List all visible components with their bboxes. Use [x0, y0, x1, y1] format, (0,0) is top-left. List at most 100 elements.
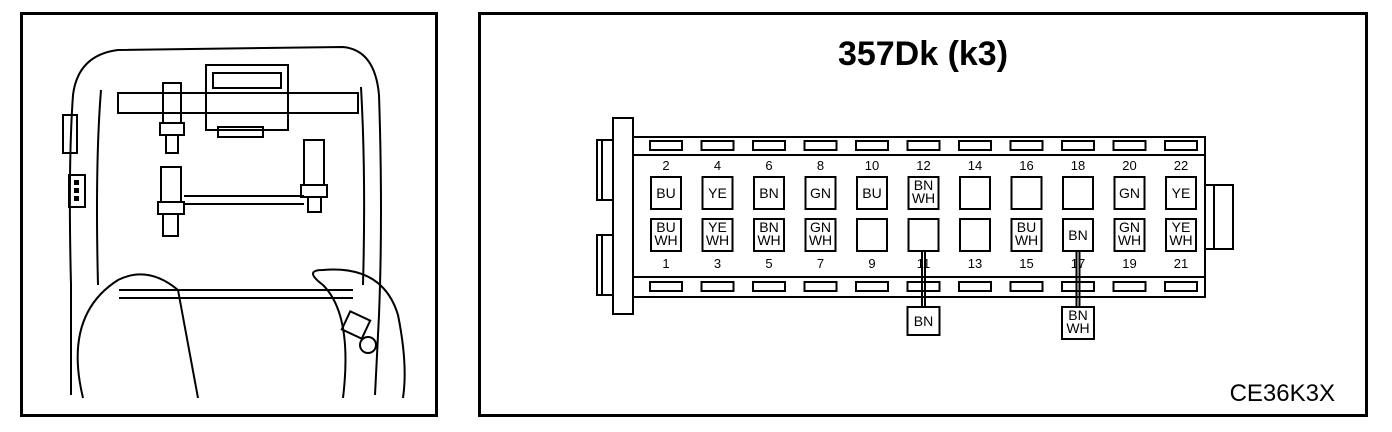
top-notch — [1164, 140, 1198, 151]
pin-number: 20 — [1122, 158, 1136, 173]
bottom-notch — [752, 281, 786, 292]
pin-cavity — [650, 176, 682, 210]
top-notch — [649, 140, 683, 151]
bottom-notch-row — [649, 281, 1198, 292]
seat-location-panel — [20, 12, 438, 417]
wire-color-label: WH — [912, 190, 935, 206]
pin-cavity — [1113, 218, 1146, 252]
pin-cavity — [856, 176, 888, 210]
bottom-notch — [1009, 281, 1044, 292]
pin-8: 8GN — [804, 158, 837, 210]
top-notch — [1009, 140, 1044, 151]
pin-cavity — [804, 176, 837, 210]
wire-color-label: GN — [810, 185, 831, 201]
wire-color-label: BN — [759, 185, 778, 201]
pin-number: 16 — [1019, 158, 1033, 173]
wire-color-label: WH — [757, 232, 780, 248]
pin-number: 17 — [1071, 256, 1085, 271]
wire-color-label: BU — [656, 219, 675, 235]
pin-cavity — [753, 176, 785, 210]
pin-13: 13 — [959, 218, 991, 271]
diagram-code: CE36K3X — [1229, 380, 1335, 407]
bottom-notch — [700, 281, 735, 292]
pin-number: 4 — [714, 158, 721, 173]
wire-color-label: BU — [862, 185, 881, 201]
wire-color-label: GN — [1119, 185, 1140, 201]
top-notch — [958, 140, 992, 151]
pin-6: 6BN — [753, 158, 785, 210]
top-notch — [855, 140, 889, 151]
pin-number: 14 — [968, 158, 982, 173]
wire-color-label: BN — [914, 177, 933, 193]
wire-color-label: YE — [1172, 219, 1191, 235]
wire-color-label: BN — [1068, 227, 1087, 243]
pin-cavity — [1010, 176, 1043, 210]
pin-number: 21 — [1174, 256, 1188, 271]
pin-cavity — [753, 218, 785, 252]
top-notch — [1061, 140, 1095, 151]
pin-number: 7 — [817, 256, 824, 271]
pin-cavity — [959, 176, 991, 210]
wire-color-label: BN — [759, 219, 778, 235]
wire-color-label: BU — [656, 185, 675, 201]
connector-title: 357Dk (k3) — [837, 35, 1009, 73]
pin-number: 2 — [662, 158, 669, 173]
top-notch — [700, 140, 735, 151]
external-label-pin-11: BN — [906, 251, 941, 336]
top-notch — [1112, 140, 1147, 151]
pin-cavity — [650, 218, 682, 252]
pin-number: 9 — [868, 256, 875, 271]
external-label-box — [906, 306, 941, 336]
pin-2: 2BU — [650, 158, 682, 210]
external-label-box — [1061, 306, 1095, 340]
pin-number: 10 — [865, 158, 879, 173]
bottom-notch — [803, 281, 838, 292]
bottom-notch — [1112, 281, 1147, 292]
pin-number: 5 — [765, 256, 772, 271]
pin-cavity — [701, 176, 734, 210]
wire-color-label: WH — [1066, 320, 1089, 336]
pin-cavity — [1165, 218, 1197, 252]
pin-cavity — [959, 218, 991, 252]
pin-4: 4YE — [701, 158, 734, 210]
top-notch — [752, 140, 786, 151]
bottom-notch — [855, 281, 889, 292]
pin-cavity — [1062, 218, 1094, 252]
top-notch — [803, 140, 838, 151]
pin-number: 12 — [916, 158, 930, 173]
seat-back-drawing — [62, 45, 406, 399]
wire-color-label: WH — [654, 232, 677, 248]
wire-color-label: BN — [914, 313, 933, 329]
wire-color-label: BU — [1017, 219, 1036, 235]
pin-17: 17 BN — [1062, 218, 1094, 271]
wire-color-label: WH — [1169, 232, 1192, 248]
bottom-notch — [906, 281, 941, 292]
pin-cavity — [1062, 176, 1094, 210]
pin-cavity — [907, 218, 940, 252]
top-notch-row — [649, 140, 1198, 151]
pin-number: 18 — [1071, 158, 1085, 173]
bottom-notch — [649, 281, 683, 292]
pin-number: 11 — [917, 256, 931, 271]
pin-number: 22 — [1174, 158, 1188, 173]
bottom-notch — [1164, 281, 1198, 292]
pin-number: 8 — [817, 158, 824, 173]
pin-11: 11 — [907, 218, 940, 271]
pin-number: 19 — [1122, 256, 1136, 271]
pin-cavity — [701, 218, 734, 252]
pin-number: 6 — [765, 158, 772, 173]
wire-color-label: YE — [708, 185, 727, 201]
wire-color-label: WH — [706, 232, 729, 248]
pin-cavity — [804, 218, 837, 252]
wire-color-label: WH — [1015, 232, 1038, 248]
